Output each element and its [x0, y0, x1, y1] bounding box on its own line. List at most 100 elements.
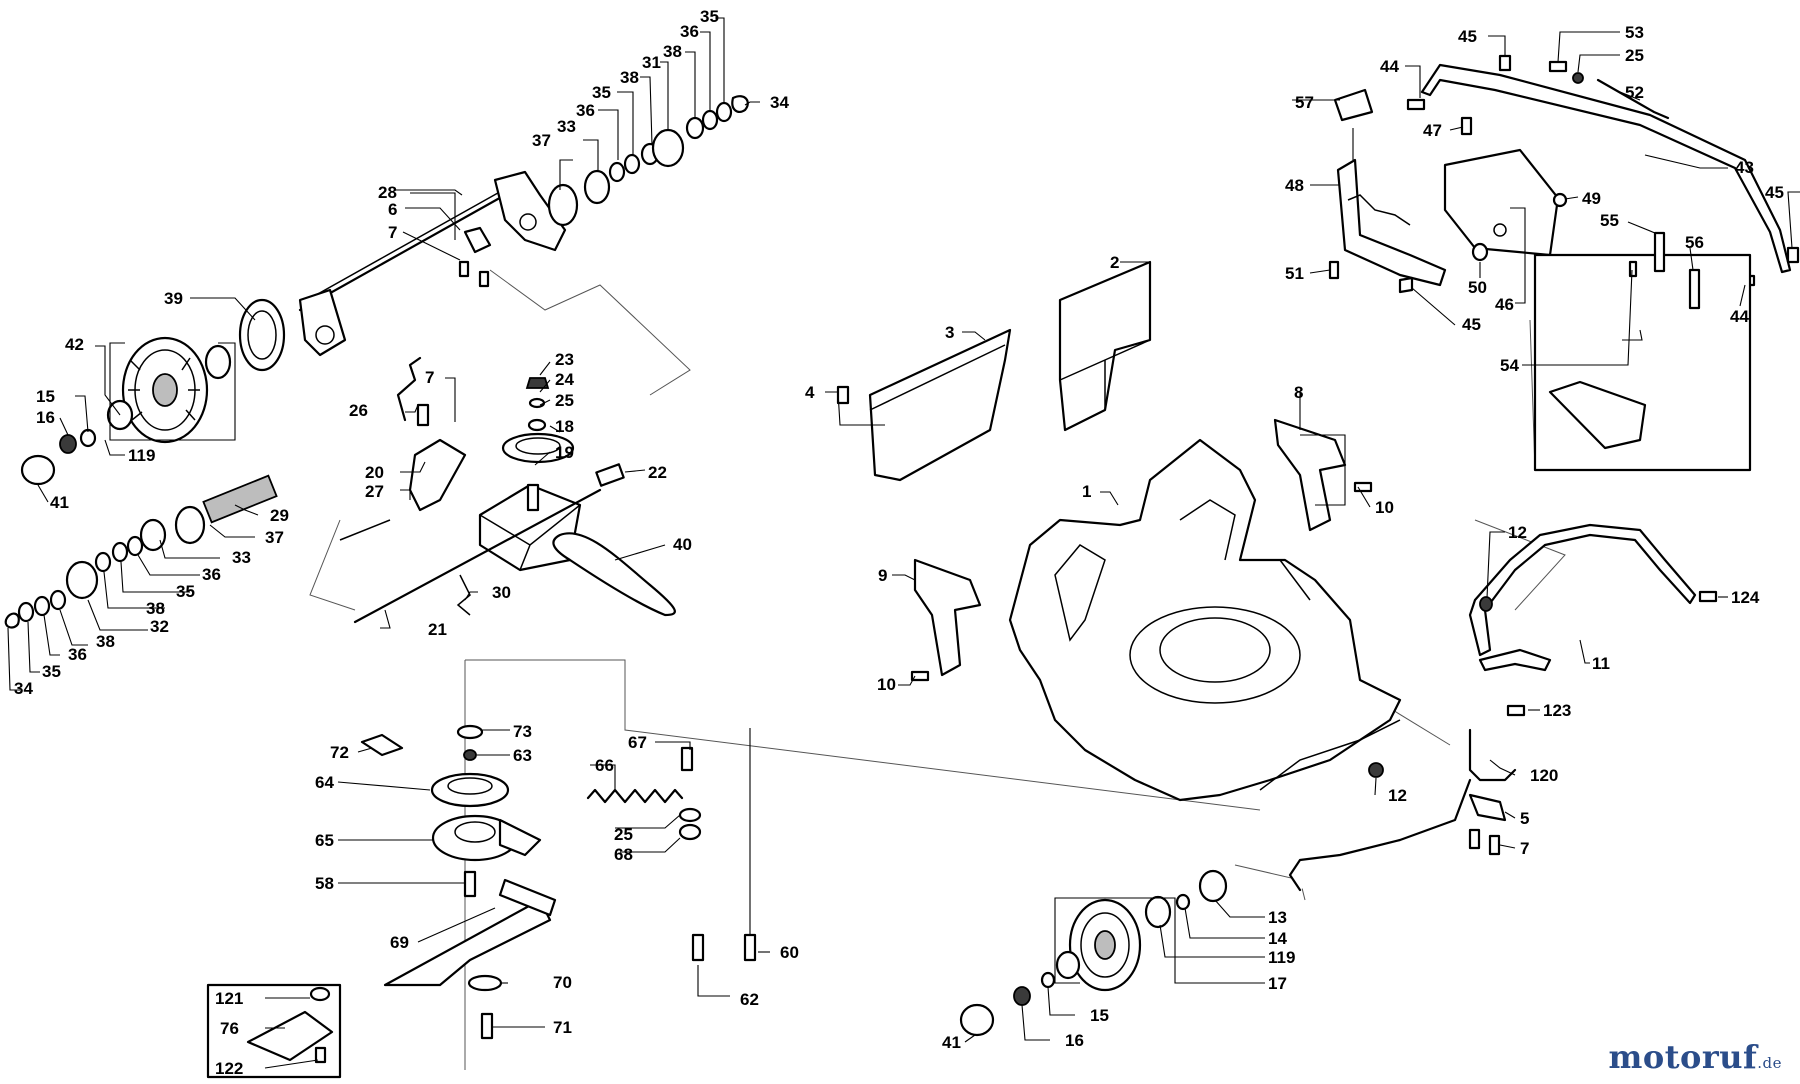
bolt-icon [1628, 260, 1638, 278]
part-label: 56 [1685, 233, 1704, 252]
drive-shaft-sleeve [202, 474, 278, 524]
part-label: 27 [365, 482, 384, 501]
part-label: 14 [1268, 929, 1287, 948]
part-label: 36 [680, 22, 699, 41]
part-label: 17 [1268, 974, 1287, 993]
rear-axle-rod [298, 193, 507, 312]
part-label: 35 [592, 83, 611, 102]
part-label: 65 [315, 831, 334, 850]
part-label: 41 [942, 1033, 961, 1052]
part-label: 28 [378, 183, 397, 202]
part-label: 9 [878, 566, 887, 585]
part-label: 31 [642, 53, 661, 72]
bolt-icon [1468, 828, 1481, 850]
part-label: 18 [555, 417, 574, 436]
bolt-icon [1698, 590, 1718, 603]
washer-icon [1040, 971, 1056, 989]
handle-bar [1420, 63, 1792, 274]
part-label: 76 [220, 1019, 239, 1038]
wheel-hub-bearing [1144, 895, 1172, 929]
part-label: 25 [614, 825, 633, 844]
washer-icon [33, 595, 51, 617]
deck-grille [1054, 544, 1106, 642]
part-label: 124 [1731, 588, 1760, 607]
bolt-icon [463, 870, 477, 898]
part-label: 66 [595, 756, 614, 775]
part-label: 19 [555, 443, 574, 462]
part-label: 36 [202, 565, 221, 584]
handle-assembly [1328, 54, 1800, 472]
part-label: 26 [349, 401, 368, 420]
clutch-lever [498, 818, 542, 857]
discharge-chute-upper [1058, 260, 1152, 432]
part-label: 1 [1082, 482, 1091, 501]
mower-deck [1008, 438, 1402, 802]
part-label: 21 [428, 620, 447, 639]
part-label: 119 [1268, 948, 1295, 967]
part-label: 52 [1625, 83, 1644, 102]
part-label: 60 [780, 943, 799, 962]
blade-wing [498, 878, 557, 917]
washer-icon [94, 551, 112, 573]
mulch-plug-right [1273, 418, 1347, 532]
part-label: 12 [1388, 786, 1407, 805]
part-label: 58 [315, 874, 334, 893]
part-label: 45 [1462, 315, 1481, 334]
axle-clamp [1468, 793, 1507, 822]
part-label: 7 [388, 223, 397, 242]
washer-icon [17, 601, 35, 623]
blade-pulley [430, 772, 510, 808]
washer-icon [467, 974, 503, 992]
site-logo: motoruf.de [1609, 1038, 1782, 1076]
washer-icon [126, 535, 144, 557]
nut-icon [1368, 762, 1384, 778]
part-label: 12 [1508, 523, 1527, 542]
bag-frame-tube [1468, 523, 1697, 657]
wheel-gear-cover [238, 298, 286, 372]
part-label: 11 [1592, 654, 1610, 673]
washer-icon [309, 986, 331, 1002]
bolt-icon [478, 270, 490, 288]
part-label: 70 [553, 973, 572, 992]
bolt-icon [1653, 231, 1666, 273]
part-label: 3 [945, 323, 954, 342]
drive-belt [552, 532, 676, 617]
part-label: 20 [365, 463, 384, 482]
tension-spring [586, 788, 684, 804]
deck-assembly [836, 260, 1402, 802]
nut-icon [1479, 596, 1493, 612]
part-label: 23 [555, 350, 574, 369]
part-label: 44 [1730, 307, 1749, 326]
part-label: 7 [425, 368, 434, 387]
washer-icon [608, 161, 626, 183]
front-axle-assembly [959, 728, 1517, 1037]
bolt-icon [1506, 704, 1526, 717]
part-label: 72 [330, 743, 349, 762]
bolt-icon [680, 746, 694, 772]
clip-icon [1398, 276, 1414, 294]
washer-icon [528, 397, 546, 409]
part-label: 36 [68, 645, 87, 664]
drive-pinion [174, 505, 206, 545]
nut-icon [678, 823, 702, 841]
spring-icon [456, 574, 471, 616]
part-label: 54 [1500, 356, 1519, 375]
grip-inset [1533, 253, 1752, 472]
part-label: 35 [700, 7, 719, 26]
nut-icon [59, 434, 77, 454]
washer-icon [527, 418, 547, 432]
part-labels: 1 2 3 4 5 6 7 7 7 8 9 10 10 11 12 12 13 … [14, 7, 1784, 1078]
height-adjust-arm [1468, 728, 1517, 782]
bolt-icon [910, 670, 930, 682]
part-label: 37 [532, 131, 551, 150]
part-label: 69 [390, 933, 409, 952]
part-label: 33 [557, 117, 576, 136]
part-label: 32 [150, 617, 169, 636]
lower-drive-gear-stack [4, 474, 278, 629]
part-label: 38 [146, 599, 165, 618]
part-label: 10 [1375, 498, 1394, 517]
part-label: 45 [1765, 183, 1784, 202]
part-label: 34 [14, 679, 33, 698]
hub-cap [959, 1003, 995, 1037]
